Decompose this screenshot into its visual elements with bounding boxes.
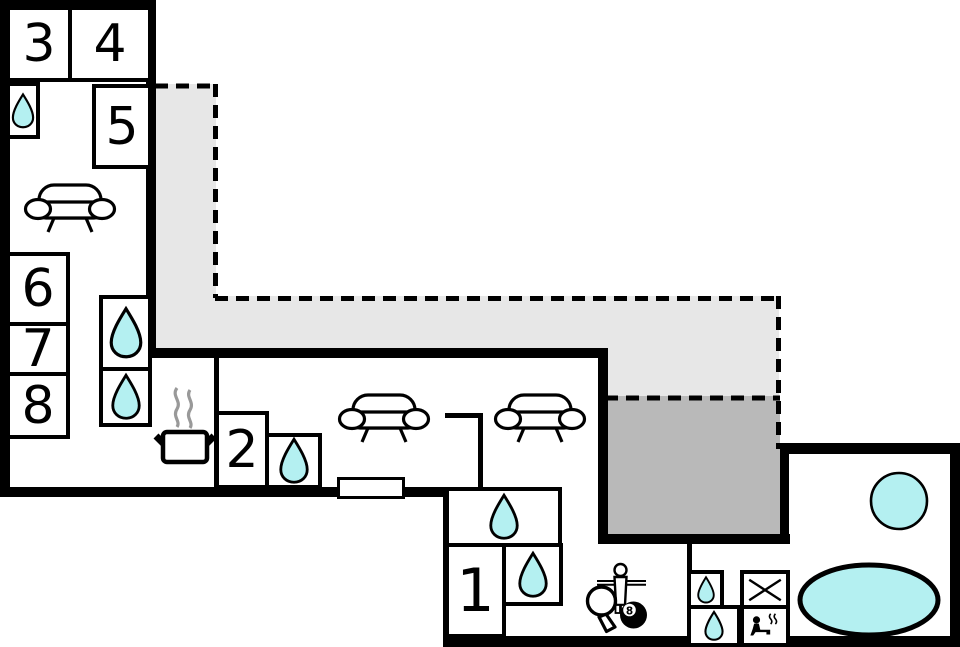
wall-nook-top (445, 413, 483, 418)
water-drop-icon (488, 492, 519, 540)
room-4-number: 4 (93, 14, 127, 74)
stove-icon (152, 384, 218, 466)
water-drop-icon (278, 436, 309, 484)
room-3: 3 (6, 6, 72, 82)
water-drop-icon (11, 91, 35, 128)
wall-covered-terrace-bottom (598, 534, 790, 544)
wall-living-right (598, 348, 608, 544)
cross-icon (748, 578, 782, 601)
water-drop-icon (109, 305, 142, 359)
pool-icon (796, 561, 942, 639)
bathroom-box-wing-top (6, 82, 40, 139)
room-5: 5 (92, 84, 152, 169)
hot-tub-icon (868, 470, 930, 532)
sofa-icon (23, 180, 117, 236)
terrace-open-right (607, 296, 779, 396)
bathroom-box-kitchen (265, 433, 322, 489)
room-8-number: 8 (21, 375, 55, 436)
room-1: 1 (445, 543, 506, 638)
room-5-number: 5 (105, 96, 139, 157)
sauna-icon (750, 613, 778, 636)
utility-box-drop-2 (687, 605, 741, 647)
sofa-icon (493, 390, 587, 446)
room-4: 4 (68, 6, 152, 82)
bathroom-box-wing-1 (99, 295, 152, 371)
wall-pool-right (950, 443, 960, 647)
wall-pool-left (780, 447, 789, 543)
room-2: 2 (215, 411, 269, 489)
bathroom-box-lower-wide (445, 487, 562, 547)
room-2-number: 2 (225, 420, 259, 480)
room-3-number: 3 (22, 14, 56, 74)
utility-box-cross (740, 570, 790, 609)
wall-living-top (150, 348, 608, 358)
bathroom-box-wing-2 (99, 367, 152, 427)
table-tennis-icon (585, 585, 618, 634)
wall-pool-top (780, 443, 960, 454)
room-6: 6 (6, 252, 70, 326)
wall-nook-side (478, 413, 483, 492)
room-7-number: 7 (21, 319, 55, 379)
room-7: 7 (6, 322, 70, 376)
room-8: 8 (6, 372, 70, 439)
wall-living-bottom (0, 487, 452, 497)
wall-wing-top (0, 0, 156, 10)
water-drop-icon (696, 574, 715, 603)
room-1-number: 1 (456, 555, 495, 626)
bathroom-box-lower-small (502, 543, 563, 606)
water-drop-icon (704, 609, 724, 641)
terrace-open-vertical (156, 84, 216, 298)
utility-box-sauna (740, 605, 790, 647)
sofa-icon (337, 390, 431, 446)
window (337, 477, 405, 499)
water-drop-icon (110, 372, 141, 420)
terrace-covered (605, 396, 780, 536)
terrace-open-horizontal (156, 296, 607, 348)
eight-ball-label: 8 (626, 605, 633, 617)
utility-box-drop-1 (687, 570, 724, 609)
wall-wing-right (146, 0, 156, 358)
billiards-8ball-icon: 8 (620, 601, 647, 629)
games-icons: 8 (584, 560, 656, 634)
wall-wing-left (0, 0, 10, 497)
water-drop-icon (517, 550, 548, 598)
room-6-number: 6 (21, 259, 55, 319)
